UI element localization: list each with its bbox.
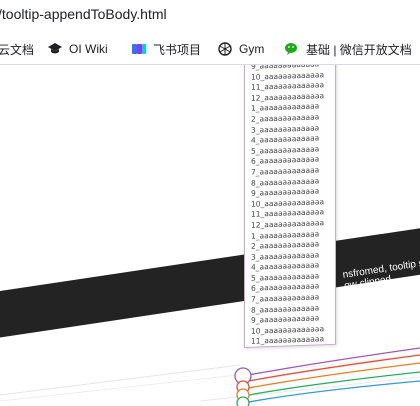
bookmark-label: 基础 | 微信开放文档 <box>306 42 412 57</box>
url-text[interactable]: /tooltip-appendToBody.html <box>0 6 167 22</box>
bookmarks-bar: 云文档 OI Wiki 飞书项目 Gym 基础 | 微信开放文档 <box>0 34 420 65</box>
bookmark-label: 飞书项目 <box>153 42 202 57</box>
bookmark-feishu-project[interactable]: 飞书项目 <box>131 40 201 58</box>
feishu-project-icon <box>131 41 147 57</box>
bookmark-cloud-docs[interactable]: 云文档 <box>0 40 34 58</box>
bookmark-wechat-docs[interactable]: 基础 | 微信开放文档 <box>284 40 412 58</box>
address-bar[interactable]: /tooltip-appendToBody.html <box>0 0 420 34</box>
colored-lines <box>234 347 420 406</box>
bookmark-label: OI Wiki <box>69 42 108 56</box>
graduation-cap-icon <box>47 41 63 57</box>
wechat-icon <box>284 41 300 57</box>
page-content: nsfromed, tooltip s ow clipped. 9_aaaaaa… <box>0 65 420 406</box>
bookmark-label: 云文档 <box>0 42 35 57</box>
bookmark-gym[interactable]: Gym <box>217 40 264 58</box>
openai-gym-icon <box>217 41 233 57</box>
bookmark-oi-wiki[interactable]: OI Wiki <box>47 40 108 58</box>
bookmark-label: Gym <box>239 42 265 56</box>
